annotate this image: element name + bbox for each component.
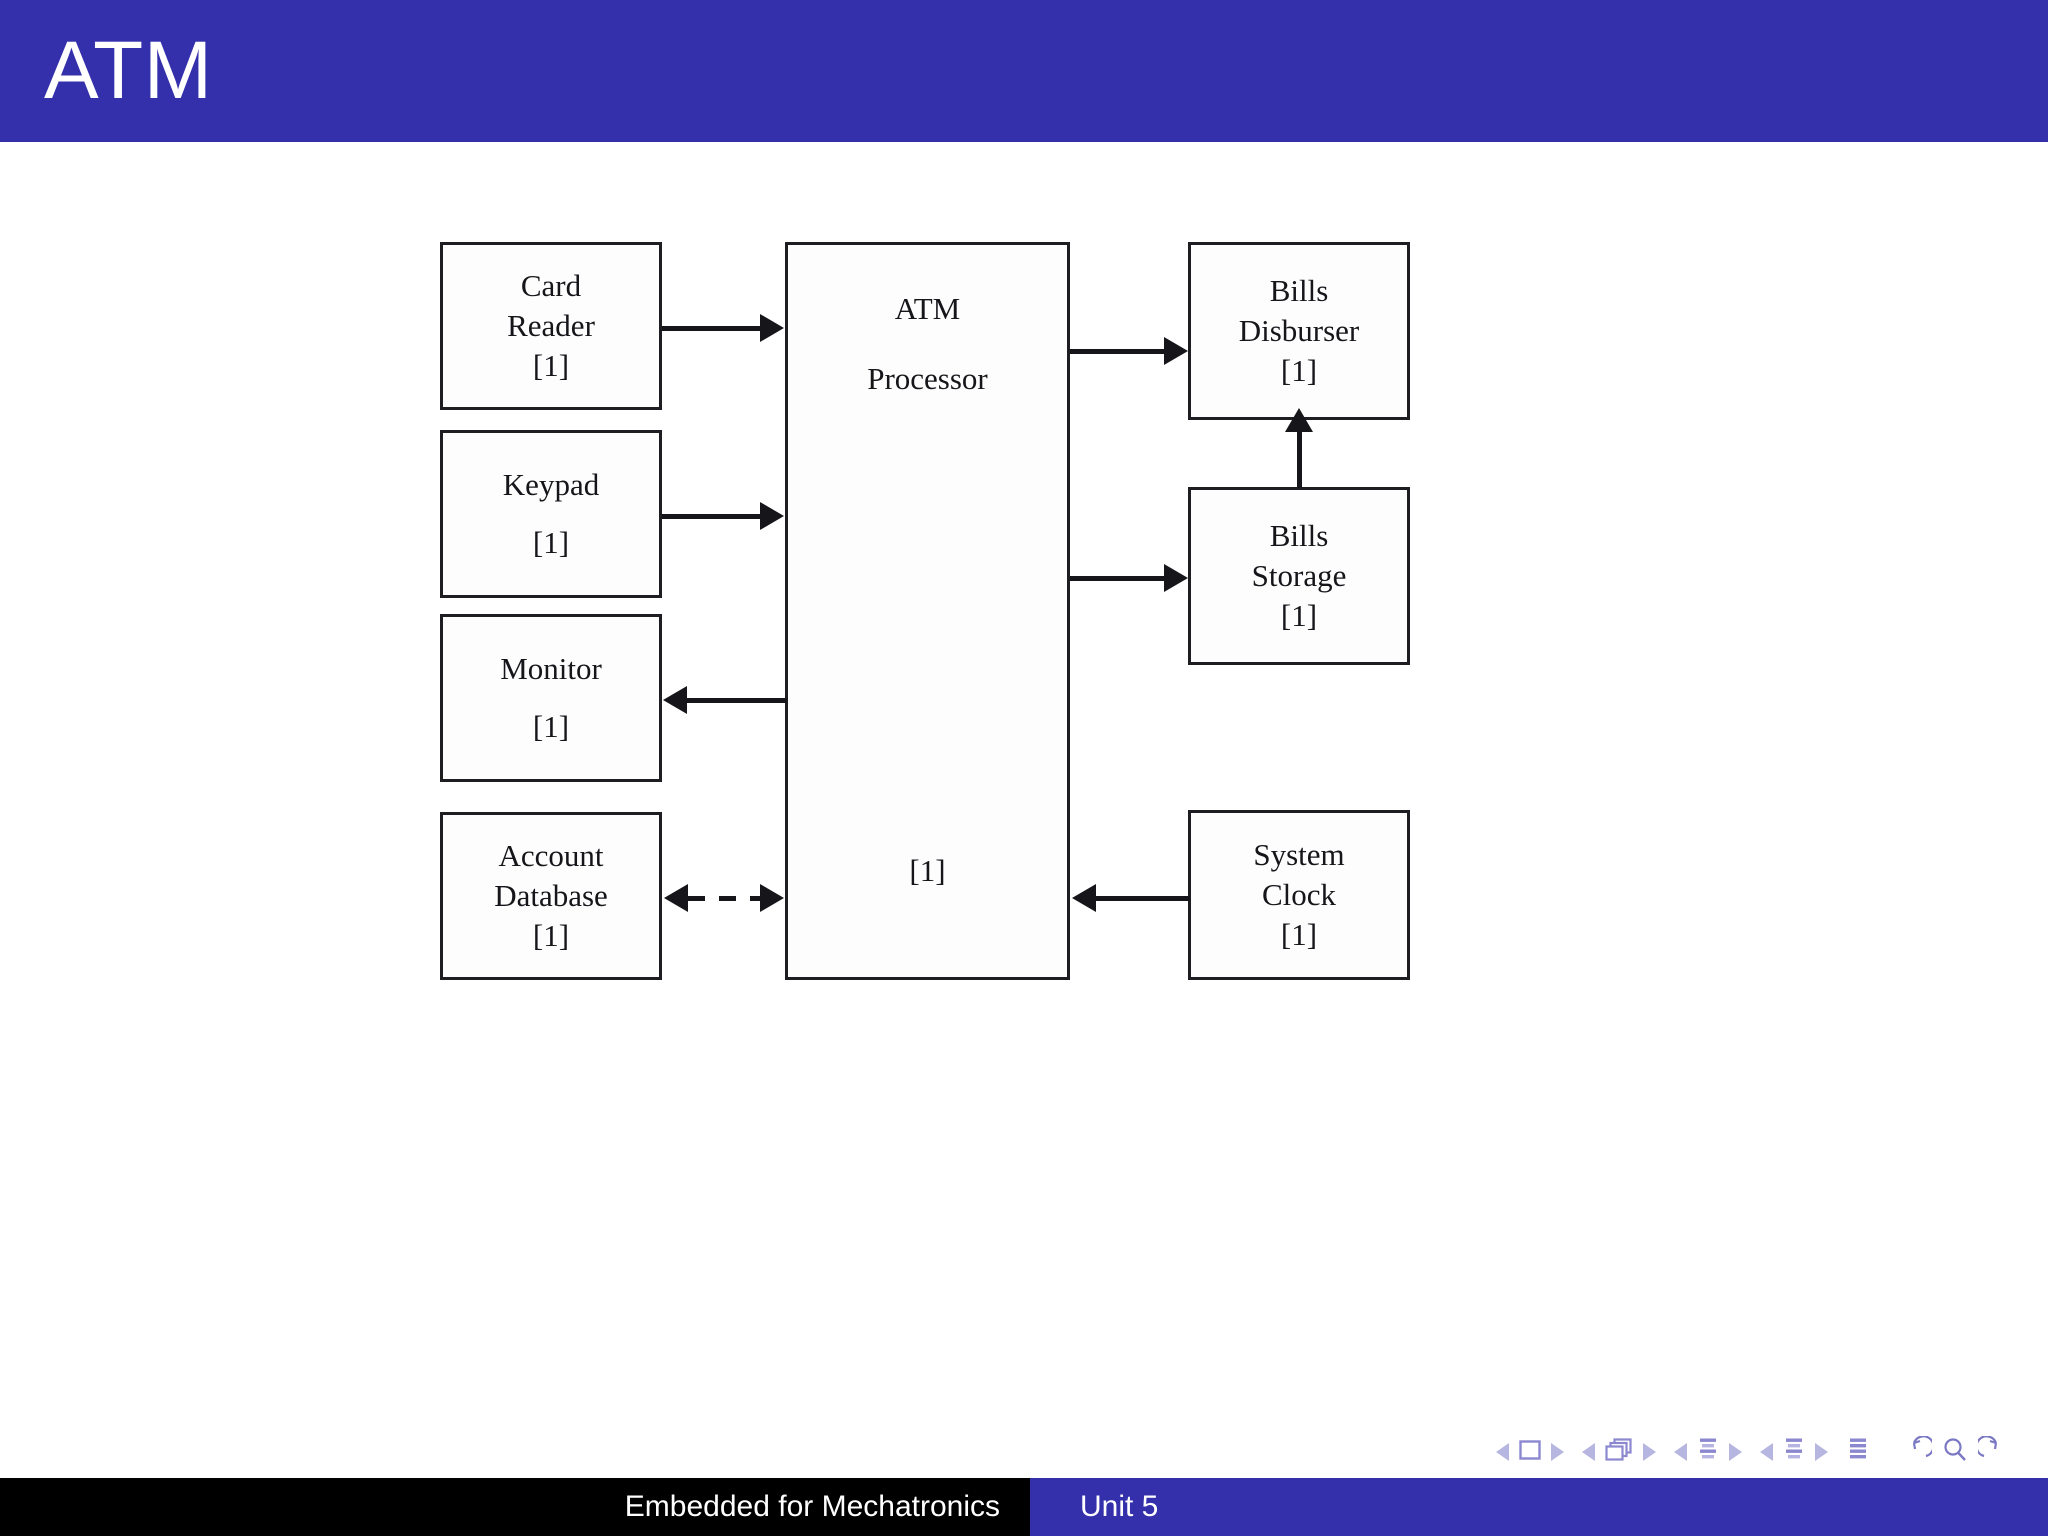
box-label-line1: Bills bbox=[1269, 273, 1329, 308]
diagram-box-card-reader: Card Reader [1] bbox=[440, 242, 662, 410]
box-label-line2: Processor bbox=[867, 361, 988, 396]
box-multiplicity: [1] bbox=[1280, 598, 1318, 633]
box-multiplicity: [1] bbox=[532, 918, 570, 953]
nav-group-subsection[interactable] bbox=[1674, 1437, 1742, 1468]
beamer-navigation-bar[interactable] bbox=[1496, 1428, 2026, 1476]
prev-slide-icon[interactable] bbox=[1496, 1443, 1509, 1461]
box-label-line2: Clock bbox=[1261, 877, 1337, 912]
box-multiplicity: [1] bbox=[1280, 353, 1318, 388]
slide-icon[interactable] bbox=[1518, 1439, 1542, 1466]
diagram-box-monitor: Monitor [1] bbox=[440, 614, 662, 782]
section-icon[interactable] bbox=[1782, 1437, 1806, 1468]
nav-group-slide[interactable] bbox=[1496, 1439, 1564, 1466]
nav-group-history[interactable] bbox=[1902, 1434, 2008, 1469]
diagram-box-keypad: Keypad [1] bbox=[440, 430, 662, 598]
slide-title-bar: ATM bbox=[0, 0, 2048, 142]
search-icon[interactable] bbox=[1941, 1436, 1969, 1469]
slide-footer: Embedded for Mechatronics Unit 5 bbox=[0, 1478, 2048, 1536]
footer-unit-label: Unit 5 bbox=[1080, 1490, 1159, 1523]
page-title: ATM bbox=[44, 25, 213, 116]
next-section-icon[interactable] bbox=[1815, 1443, 1828, 1461]
next-slide-icon[interactable] bbox=[1551, 1443, 1564, 1461]
footer-course-title: Embedded for Mechatronics bbox=[624, 1490, 1000, 1523]
diagram-box-system-clock: System Clock [1] bbox=[1188, 810, 1410, 980]
box-multiplicity: [1] bbox=[532, 348, 570, 383]
footer-right-panel: Unit 5 bbox=[1030, 1478, 2048, 1536]
slide-content-area: Card Reader [1] Keypad [1] Monitor [1] A… bbox=[0, 142, 2048, 1394]
box-multiplicity: [1] bbox=[532, 709, 570, 744]
atm-block-diagram: Card Reader [1] Keypad [1] Monitor [1] A… bbox=[440, 232, 1440, 1102]
next-frame-icon[interactable] bbox=[1643, 1443, 1656, 1461]
nav-group-section[interactable] bbox=[1760, 1437, 1828, 1468]
back-icon[interactable] bbox=[1902, 1434, 1935, 1469]
prev-frame-icon[interactable] bbox=[1582, 1443, 1595, 1461]
footer-left-panel: Embedded for Mechatronics bbox=[0, 1478, 1030, 1536]
forward-icon[interactable] bbox=[1975, 1434, 2008, 1469]
box-label-line1: System bbox=[1253, 837, 1345, 872]
box-label-line1: ATM bbox=[894, 291, 961, 326]
box-multiplicity: [1] bbox=[532, 525, 570, 560]
diagram-box-bills-storage: Bills Storage [1] bbox=[1188, 487, 1410, 665]
document-icon[interactable] bbox=[1846, 1437, 1870, 1468]
box-label-line1: Monitor bbox=[500, 651, 602, 686]
diagram-box-atm-processor: ATM Processor [1] bbox=[785, 242, 1070, 980]
box-label-line1: Bills bbox=[1269, 518, 1329, 553]
box-multiplicity: [1] bbox=[1280, 917, 1318, 952]
box-label-line1: Card bbox=[520, 268, 582, 303]
box-label-line2: Storage bbox=[1251, 558, 1347, 593]
diagram-box-bills-disburser: Bills Disburser [1] bbox=[1188, 242, 1410, 420]
diagram-box-account-database: Account Database [1] bbox=[440, 812, 662, 980]
box-label-line2: Reader bbox=[507, 308, 595, 343]
box-label-line2: Disburser bbox=[1238, 313, 1360, 348]
subsection-icon[interactable] bbox=[1696, 1437, 1720, 1468]
box-label-line1: Account bbox=[498, 838, 604, 873]
nav-group-document[interactable] bbox=[1846, 1437, 1870, 1468]
box-multiplicity: [1] bbox=[909, 853, 946, 888]
processor-label-stack: ATM Processor bbox=[867, 289, 988, 399]
nav-group-frame[interactable] bbox=[1582, 1437, 1656, 1468]
box-label-line2: Database bbox=[494, 878, 608, 913]
frame-icon[interactable] bbox=[1604, 1437, 1634, 1468]
box-label-line1: Keypad bbox=[502, 467, 600, 502]
prev-subsection-icon[interactable] bbox=[1674, 1443, 1687, 1461]
prev-section-icon[interactable] bbox=[1760, 1443, 1773, 1461]
next-subsection-icon[interactable] bbox=[1729, 1443, 1742, 1461]
